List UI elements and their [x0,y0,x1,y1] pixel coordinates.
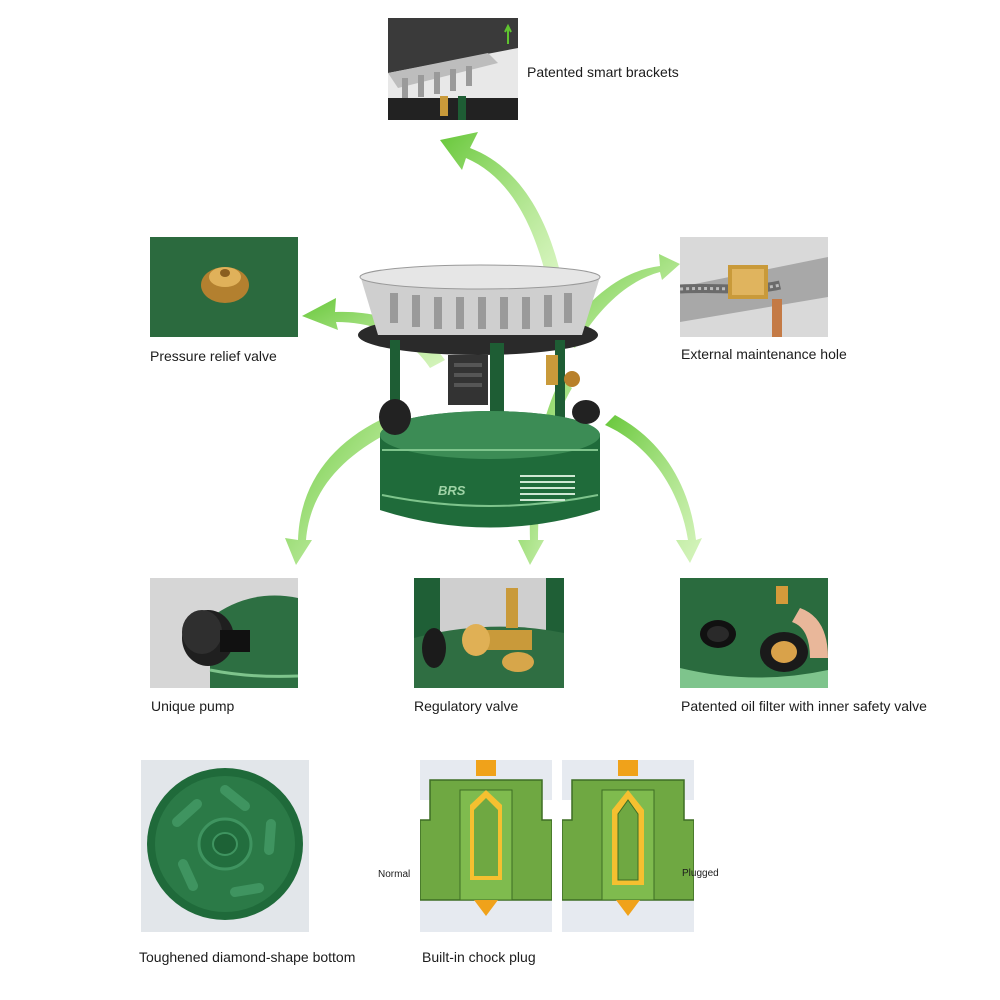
tank-bottom-photo [141,760,309,932]
valve-photo [414,578,564,688]
chock-plug-caption: Built-in chock plug [422,949,536,965]
brand-logo: BRS [438,483,466,498]
oil-filter-caption: Patented oil filter with inner safety va… [681,698,927,714]
relief-valve-caption: Pressure relief valve [150,348,277,364]
pump-knob-photo [150,578,298,688]
stove-photo: BRS [350,255,610,555]
cable-connector-photo [680,237,828,337]
pump-caption: Unique pump [151,698,235,714]
bracket-photo [388,18,518,120]
regulatory-valve-caption: Regulatory valve [414,698,519,714]
maintenance-hole-caption: External maintenance hole [681,346,847,362]
arrow-oil-filter [605,415,702,563]
cross-section-plugged [562,760,694,932]
cross-section-normal [420,760,552,932]
bottom-caption: Toughened diamond-shape bottom [139,949,356,965]
arrow-brackets [440,132,560,272]
brackets-caption: Patented smart brackets [527,64,679,80]
filter-cap-photo [680,578,828,688]
plugged-label: Plugged [682,868,719,879]
brass-valve-photo [150,237,298,337]
normal-label: Normal [378,869,411,880]
